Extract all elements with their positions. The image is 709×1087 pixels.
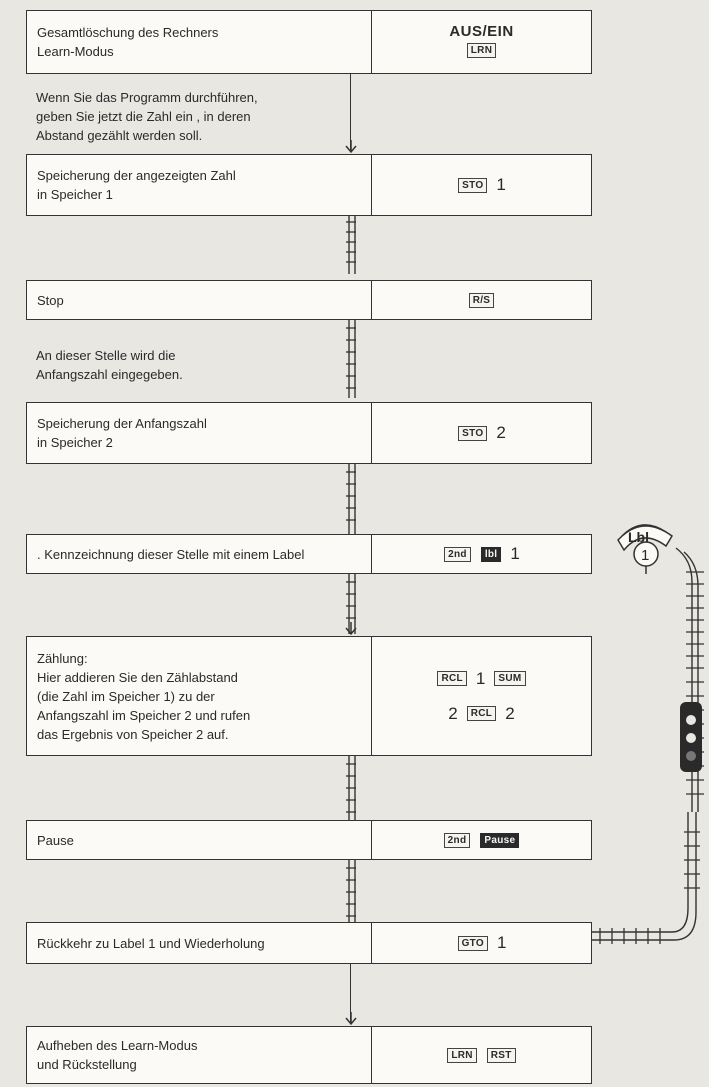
step-description: Pause (27, 821, 372, 859)
step-keys: 2nd lbl 1 (372, 535, 591, 573)
step-keys: 2nd Pause (372, 821, 591, 859)
step-end-learn: Aufheben des Learn-Modus und Rückstellun… (26, 1026, 592, 1084)
step-description: . Kennzeichnung dieser Stelle mit einem … (27, 535, 372, 573)
step-description: Aufheben des Learn-Modus und Rückstellun… (27, 1027, 372, 1083)
step-keys: R/S (372, 281, 591, 319)
arrow-down-icon (345, 1012, 357, 1026)
step-keys: STO 2 (372, 403, 591, 463)
loop-track (592, 812, 700, 944)
step-stop: Stop R/S (26, 280, 592, 320)
key-sum: SUM (494, 671, 526, 686)
key-digit: 1 (496, 933, 507, 952)
key-digit: 2 (496, 423, 506, 442)
step-keys: GTO 1 (372, 923, 591, 963)
signal-label: Lbl (628, 529, 649, 545)
step-label: . Kennzeichnung dieser Stelle mit einem … (26, 534, 592, 574)
track-segment (346, 464, 356, 534)
step-store-1: Speicherung der angezeigten Zahl in Spei… (26, 154, 592, 216)
key-digit: 1 (475, 668, 486, 688)
key-rs: R/S (468, 292, 495, 308)
step-keys: STO 1 (372, 155, 591, 215)
step-counting: Zählung: Hier addieren Sie den Zählabsta… (26, 636, 592, 756)
track-segment (346, 216, 356, 274)
key-lrn: LRN (447, 1047, 477, 1063)
step-reset-learn: Gesamtlöschung des Rechners Learn-Modus … (26, 10, 592, 74)
step-keys: AUS/EIN LRN (372, 11, 591, 73)
step-description: Speicherung der Anfangszahl in Speicher … (27, 403, 372, 463)
track-segment (346, 320, 356, 398)
key-lrn: LRN (466, 43, 497, 58)
note-start-number: An dieser Stelle wird die Anfangszahl ei… (36, 348, 183, 382)
key-digit: 1 (510, 544, 520, 563)
key-2nd: 2nd (444, 546, 471, 562)
key-lbl: lbl (480, 546, 502, 562)
key-digit: 2 (505, 703, 515, 723)
arrow-down-icon (345, 140, 357, 154)
step-store-2: Speicherung der Anfangszahl in Speicher … (26, 402, 592, 464)
key-rst: RST (486, 1047, 516, 1063)
step-pause: Pause 2nd Pause (26, 820, 592, 860)
step-description: Speicherung der angezeigten Zahl in Spei… (27, 155, 372, 215)
key-2nd: 2nd (443, 832, 471, 848)
step-description: Zählung: Hier addieren Sie den Zählabsta… (27, 637, 372, 755)
step-description: Stop (27, 281, 372, 319)
key-sto: STO (458, 177, 488, 193)
track-segment (346, 574, 356, 634)
key-rcl: RCL (466, 706, 497, 721)
key-sto: STO (458, 425, 488, 441)
step-keys: RCL 1 SUM 2 RCL 2 (372, 637, 591, 755)
note-interval: Wenn Sie das Programm durchführen, geben… (36, 90, 258, 143)
track-segment (346, 756, 356, 820)
key-gto: GTO (457, 935, 488, 951)
key-digit: 2 (448, 703, 458, 723)
key-pause: Pause (480, 832, 520, 848)
key-rcl: RCL (437, 671, 467, 686)
track-segment (346, 860, 356, 924)
arrow-down-icon (345, 622, 357, 636)
railway-signal-icon: Lbl 1 (617, 524, 704, 812)
step-description: Rückkehr zu Label 1 und Wiederholung (27, 923, 372, 963)
power-label: AUS/EIN (449, 23, 514, 40)
flow-line (350, 74, 351, 152)
key-digit: 1 (496, 175, 506, 194)
step-keys: LRN RST (372, 1027, 591, 1083)
step-description: Gesamtlöschung des Rechners Learn-Modus (27, 11, 372, 73)
step-goto: Rückkehr zu Label 1 und Wiederholung GTO… (26, 922, 592, 964)
flow-line (350, 964, 351, 1024)
signal-number: 1 (641, 547, 649, 564)
